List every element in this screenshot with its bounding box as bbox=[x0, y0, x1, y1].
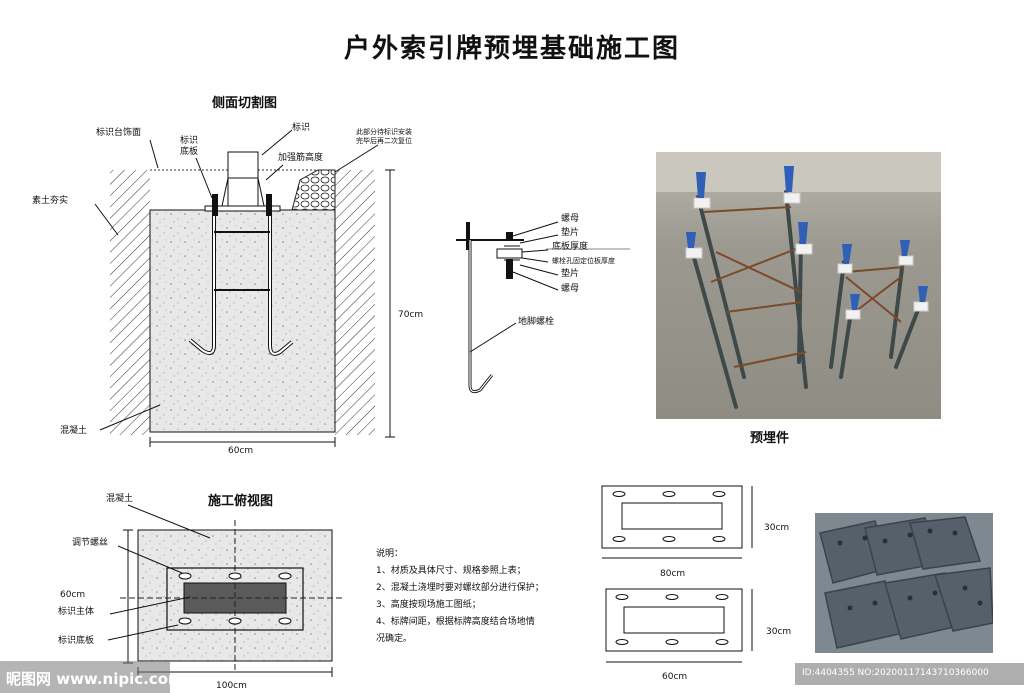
note-item: 1、材质及具体尺寸、规格参照上表； bbox=[376, 566, 526, 576]
embedded-parts-photo bbox=[656, 152, 941, 419]
nut-bottom-label: 螺母 bbox=[561, 284, 580, 294]
plate2-width-label: 60cm bbox=[662, 672, 688, 682]
page-title: 户外索引牌预埋基础施工图 bbox=[343, 34, 680, 64]
steel-plates-photo bbox=[815, 513, 993, 653]
watermark-right: ID:4404355 NO:20200117143710366000 bbox=[802, 668, 989, 678]
plate2-height-label: 30cm bbox=[766, 627, 792, 637]
height-dimension: 70cm bbox=[398, 310, 424, 320]
note-item: 2、混凝土浇埋时要对螺纹部分进行保护； bbox=[376, 583, 544, 593]
notes-block: 说明： 1、材质及具体尺寸、规格参照上表； 2、混凝土浇埋时要对螺纹部分进行保护… bbox=[376, 546, 544, 648]
notes-heading: 说明： bbox=[376, 549, 404, 559]
side-section-heading: 侧面切割图 bbox=[212, 96, 278, 111]
base-plate-label: 标识 底板 bbox=[180, 136, 199, 157]
side-section-drawing bbox=[94, 129, 395, 447]
note-item: 况确定。 bbox=[376, 634, 413, 644]
top-concrete-label: 混凝土 bbox=[106, 494, 134, 504]
gravel bbox=[291, 169, 336, 211]
hole-plate-label: 螺栓孔固定位板厚度 bbox=[552, 257, 615, 265]
nut-top-label: 螺母 bbox=[561, 214, 580, 224]
sign-base-label: 标识底板 bbox=[58, 636, 95, 646]
note-item: 4、标牌间距，根据标牌高度结合场地情 bbox=[376, 617, 535, 627]
bolt-detail-drawing bbox=[456, 221, 630, 394]
note-item: 3、高度按现场施工图纸； bbox=[376, 600, 481, 610]
washer-bottom-label: 垫片 bbox=[561, 269, 580, 279]
platform-label: 标识台饰面 bbox=[96, 128, 142, 138]
washer-top-label: 垫片 bbox=[561, 228, 580, 238]
sign-label: 标识 bbox=[292, 123, 311, 133]
soil-wall-right bbox=[335, 170, 375, 435]
top-view-heading: 施工俯视图 bbox=[208, 494, 274, 509]
watermark-left: 昵图网 www.nipic.com bbox=[6, 670, 184, 688]
width-dimension: 60cm bbox=[228, 446, 254, 456]
plate1-height-label: 30cm bbox=[764, 523, 790, 533]
top-width-dimension: 100cm bbox=[216, 681, 247, 691]
soil-label: 素土夯实 bbox=[32, 196, 69, 206]
top-height-dimension: 60cm bbox=[60, 590, 86, 600]
sign-post bbox=[227, 151, 259, 207]
concrete-label: 混凝土 bbox=[60, 426, 88, 436]
watermark-left-bar bbox=[0, 661, 170, 693]
anchor-bolt-label: 地脚螺栓 bbox=[518, 317, 555, 327]
watermark-right-bar bbox=[795, 663, 1024, 685]
rebar-height-label: 加强筋高度 bbox=[278, 153, 324, 163]
adjust-screw-label: 调节螺丝 bbox=[72, 538, 109, 548]
rebar-note-label: 此部分待标识安装 完毕后再二次复位 bbox=[356, 128, 412, 145]
plate-thickness-label: 底板厚度 bbox=[552, 242, 589, 252]
plate-drawings bbox=[601, 485, 753, 663]
sign-body-label: 标识主体 bbox=[58, 607, 95, 617]
photo-caption: 预埋件 bbox=[750, 431, 790, 446]
soil-wall-left bbox=[110, 170, 150, 435]
top-view-drawing bbox=[107, 504, 345, 677]
plate1-width-label: 80cm bbox=[660, 569, 686, 579]
concrete-block bbox=[149, 209, 336, 433]
